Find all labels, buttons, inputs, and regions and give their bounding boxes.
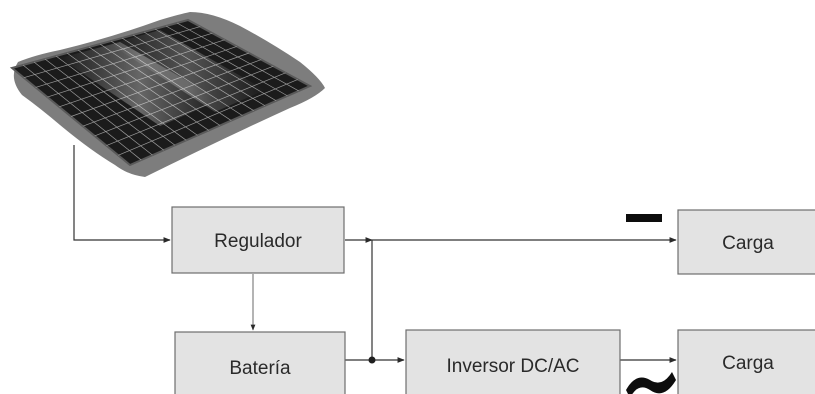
battery-block: Batería bbox=[174, 331, 346, 394]
inverter-label: Inversor DC/AC bbox=[446, 356, 579, 377]
regulator-label: Regulador bbox=[214, 231, 302, 252]
regulator-block: Regulador bbox=[171, 206, 345, 274]
load-dc-block: Carga bbox=[677, 209, 815, 275]
load-ac-block: Carga bbox=[677, 329, 815, 394]
panel-shine-2 bbox=[110, 30, 265, 112]
ac-symbol bbox=[626, 372, 676, 394]
dc-symbol bbox=[626, 214, 662, 222]
panel-shine bbox=[60, 42, 220, 126]
panel-grid-line bbox=[118, 79, 298, 156]
load-dc-label: Carga bbox=[722, 233, 774, 254]
load-ac-label: Carga bbox=[722, 353, 774, 374]
junction-dot bbox=[368, 356, 376, 364]
wires bbox=[73, 145, 677, 364]
solar-panel-icon bbox=[9, 12, 325, 177]
battery-label: Batería bbox=[229, 358, 291, 379]
wire-panel-regulator bbox=[73, 145, 171, 243]
inverter-block: Inversor DC/AC bbox=[405, 329, 621, 394]
